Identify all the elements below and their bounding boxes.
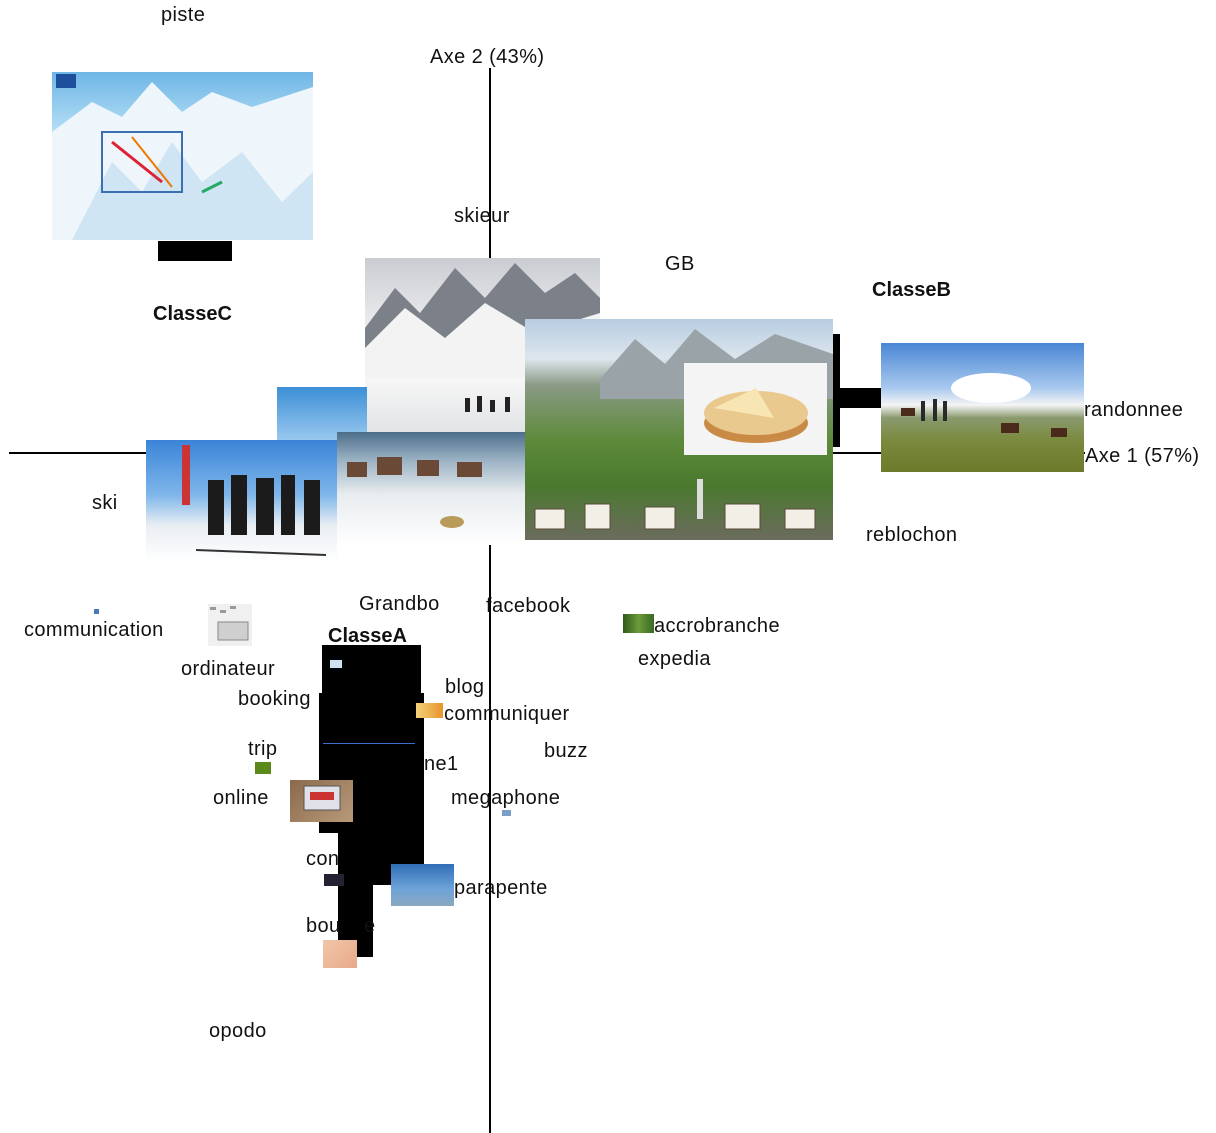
reblochon-cheese-image xyxy=(684,363,827,455)
word-label: megaphone xyxy=(451,787,561,809)
class-a-label: ClasseA xyxy=(328,625,407,647)
megaphone-image xyxy=(502,810,511,816)
word-label: accrobranche xyxy=(654,615,780,637)
hikers-meadow-image xyxy=(881,343,1084,472)
word-label: randonnee xyxy=(1084,399,1184,421)
word-label: online xyxy=(213,787,269,809)
word-label: ne1 xyxy=(424,753,459,775)
word-label: parapente xyxy=(454,877,548,899)
word-label: con xyxy=(306,848,340,870)
icon-thumb xyxy=(416,703,443,718)
word-label: reblochon xyxy=(866,524,958,546)
ski-resort-map-image xyxy=(52,72,313,240)
paraglider-image xyxy=(391,864,454,906)
icon-thumb xyxy=(324,874,344,886)
axis-2-label: Axe 2 (43%) xyxy=(430,46,545,68)
word-label: expedia xyxy=(638,648,711,670)
ski-group-image xyxy=(146,440,337,562)
axis-1-label: Axe 1 (57%) xyxy=(1085,445,1200,467)
icon-thumb xyxy=(94,609,99,614)
word-label: facebook xyxy=(486,595,571,617)
word-label: communiquer xyxy=(444,703,570,725)
word-label: trip xyxy=(248,738,278,760)
laptop-image xyxy=(290,780,353,822)
connector-block xyxy=(832,388,882,408)
computer-image xyxy=(208,604,252,646)
ski-village-image xyxy=(337,432,525,545)
divider-line xyxy=(323,743,415,744)
word-label: booking xyxy=(238,688,311,710)
word-label: GB xyxy=(665,253,695,275)
trees-image xyxy=(623,614,654,633)
word-label: buzz xyxy=(544,740,588,762)
icon-thumb xyxy=(330,660,342,668)
word-label: skieur xyxy=(454,205,510,227)
word-label: communication xyxy=(24,619,164,641)
word-label: opodo xyxy=(209,1020,267,1042)
word-label: piste xyxy=(161,4,206,26)
face-image xyxy=(323,940,357,968)
axis-2-line xyxy=(489,68,491,1133)
word-label: Grandbo xyxy=(359,593,440,615)
word-label: e xyxy=(364,915,376,937)
word-label: bou xyxy=(306,915,341,937)
class-b-label: ClasseB xyxy=(872,279,951,301)
word-label: blog xyxy=(445,676,485,698)
connector-block xyxy=(158,241,232,261)
word-label: ski xyxy=(92,492,118,514)
word-label: ordinateur xyxy=(181,658,276,680)
class-c-label: ClasseC xyxy=(153,303,232,325)
icon-thumb xyxy=(255,762,271,774)
